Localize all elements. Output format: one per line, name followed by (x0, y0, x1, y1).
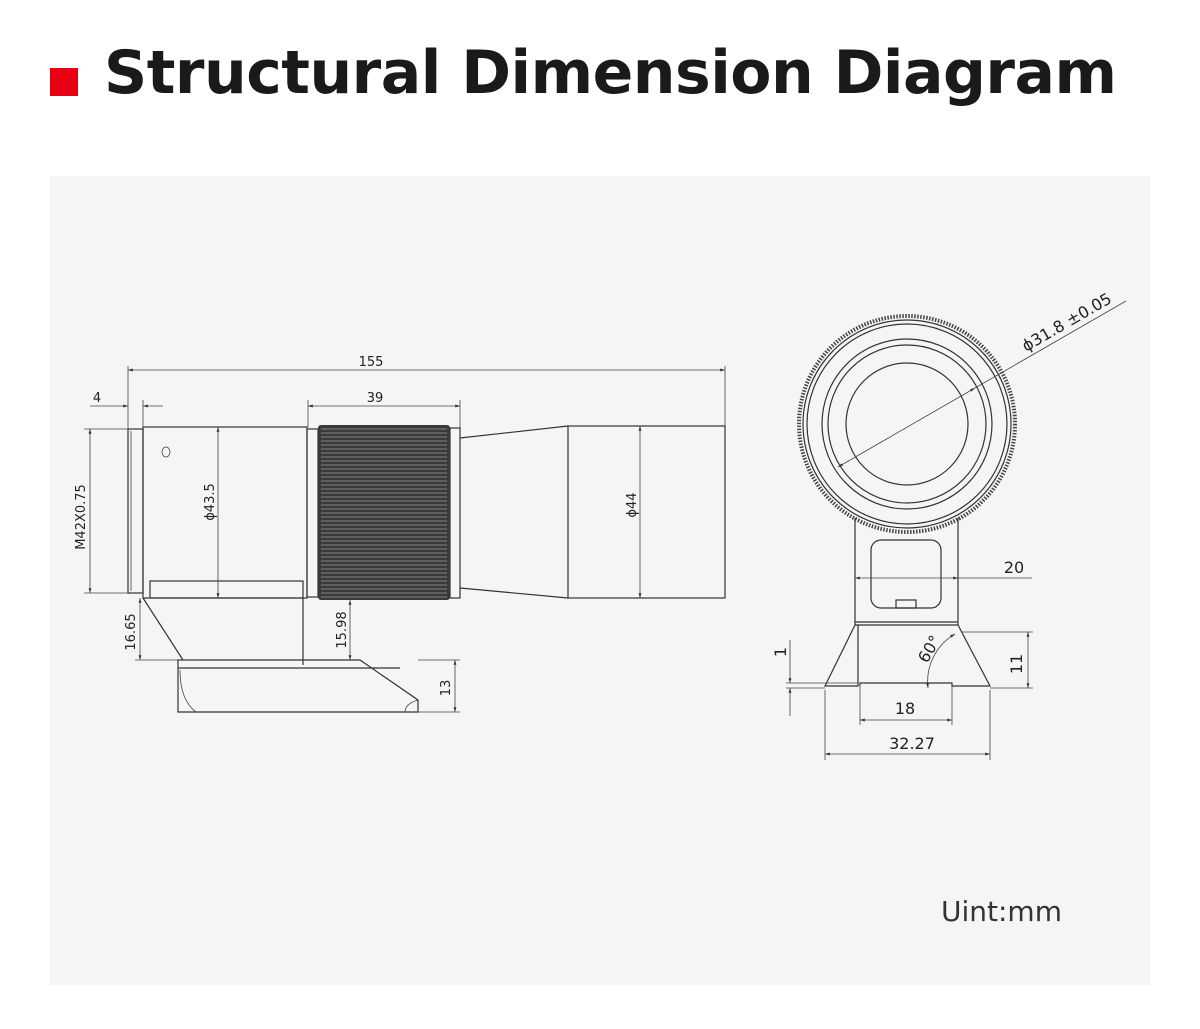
front-view (797, 314, 1017, 687)
dim-body-diameter: ϕ43.5 (203, 483, 218, 521)
dim-slot-width: 18 (895, 699, 915, 718)
dim-tube-diameter: ϕ44 (625, 492, 640, 517)
knurl-lines (321, 428, 447, 598)
dim-thread-length: 4 (93, 391, 101, 406)
dim-base-height-front: 11 (1007, 654, 1026, 674)
dim-ring-height: 15.98 (335, 611, 350, 648)
title-accent-square (50, 68, 78, 96)
dim-base-height: 13 (439, 680, 454, 697)
unit-label: Uint:mm (941, 895, 1062, 928)
dim-base-width: 32.27 (889, 734, 935, 753)
side-view-dimensions: 155 4 39 M42X0.75 ϕ43.5 ϕ44 15.98 16.65 … (74, 355, 726, 713)
dim-angle: 60° (914, 632, 945, 666)
dim-base-offset: 1 (771, 647, 790, 657)
dim-focus-ring-width: 39 (367, 391, 384, 406)
dim-thread-spec: M42X0.75 (74, 484, 89, 550)
page-title: Structural Dimension Diagram (104, 38, 1117, 108)
focus-ring-knurl (318, 425, 450, 600)
dim-neck-width: 20 (1004, 558, 1024, 577)
dim-overall-length: 155 (359, 355, 384, 370)
dim-bore-diameter: ϕ31.8 ±0.05 (1019, 289, 1115, 356)
dim-mount-height: 16.65 (124, 613, 139, 650)
side-view (127, 425, 726, 713)
